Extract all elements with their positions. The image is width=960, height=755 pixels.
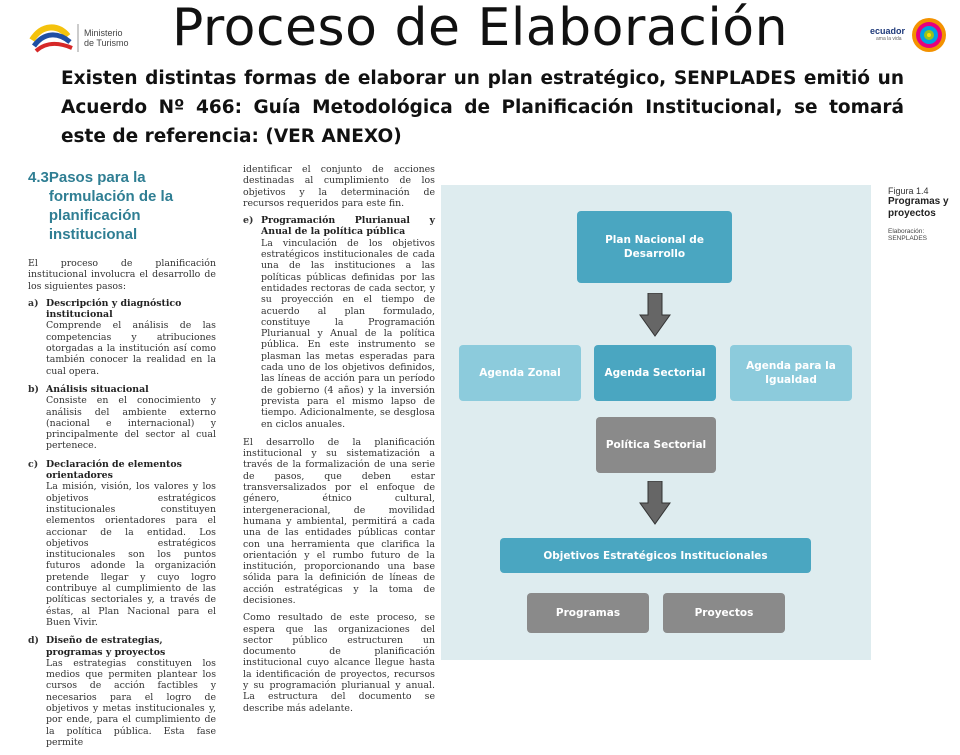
arrow-down-icon	[639, 481, 671, 525]
step-body: Comprende el análisis de las competencia…	[46, 320, 216, 377]
step-body: La vinculación de los objetivos estratég…	[261, 237, 435, 430]
step-letter: b)	[28, 383, 39, 395]
mandala-icon	[912, 18, 946, 52]
step-letter: a)	[28, 297, 39, 309]
document-column-left: 4.3 Pasos para la formulación de la plan…	[28, 168, 216, 755]
objetivos-estrategicos-box: Objetivos Estratégicos Institucionales	[500, 538, 811, 573]
step-d-continuation: identificar el conjunto de acciones dest…	[243, 164, 435, 209]
agenda-zonal-box: Agenda Zonal	[459, 345, 581, 401]
logo-text-ministerio: Ministerio	[84, 28, 123, 38]
ministerio-turismo-logo: Ministerio de Turismo	[28, 18, 168, 58]
ecuador-ama-la-vida-logo: ecuador ama la vida	[870, 12, 950, 62]
step-item: b) Análisis situacional Consiste en el c…	[28, 384, 216, 452]
logo-text-turismo: de Turismo	[84, 38, 129, 48]
step-letter: e)	[243, 215, 254, 227]
slide-title: Proceso de Elaboración	[171, 0, 789, 58]
figure-caption: Figura 1.4 Programas y proyectos Elabora…	[888, 186, 958, 242]
step-item: a) Descripción y diagnóstico institucion…	[28, 298, 216, 377]
step-title: Programación Plurianual y Anual de la po…	[261, 215, 435, 238]
arrow-down-icon	[639, 293, 671, 337]
step-letter: c)	[28, 458, 39, 470]
agenda-sectorial-box: Agenda Sectorial	[594, 345, 716, 401]
step-body: Consiste en el conocimiento y análisis d…	[46, 395, 216, 452]
step-letter: d)	[28, 635, 39, 647]
section-title: Pasos para la formulación de la planific…	[48, 169, 174, 243]
document-paragraph: El desarrollo de la planificación instit…	[243, 436, 435, 606]
step-body: Las estrategias constituyen los medios q…	[46, 657, 216, 748]
step-body: La misión, visión, los valores y los obj…	[46, 481, 216, 628]
logo-word-ecuador: ecuador	[870, 26, 906, 36]
step-item: e) Programación Plurianual y Anual de la…	[243, 215, 435, 430]
programas-box: Programas	[527, 593, 649, 633]
step-title: Descripción y diagnóstico institucional	[46, 297, 182, 321]
document-paragraph: Como resultado de este proceso, se esper…	[243, 612, 435, 714]
figure-credit: Elaboración: SENPLADES	[888, 228, 928, 242]
intro-paragraph: Existen distintas formas de elaborar un …	[61, 68, 904, 147]
agenda-igualdad-box: Agenda para la Igualdad	[730, 345, 852, 401]
politica-sectorial-box: Política Sectorial	[596, 417, 716, 473]
step-title: Diseño de estrategias, programas y proye…	[46, 635, 166, 658]
section-heading: 4.3 Pasos para la formulación de la plan…	[28, 168, 216, 244]
step-title: Declaración de elementos orientadores	[46, 458, 182, 482]
document-excerpt: 4.3 Pasos para la formulación de la plan…	[24, 160, 436, 748]
step-title: Análisis situacional	[46, 383, 149, 395]
figure-number: Figura 1.4	[888, 186, 929, 196]
logo-tagline: ama la vida	[876, 36, 902, 42]
plan-nacional-box: Plan Nacional de Desarrollo	[577, 211, 732, 283]
step-item: d) Diseño de estrategias, programas y pr…	[28, 635, 216, 748]
ecuador-flag-swirl-icon	[29, 24, 79, 53]
document-intro: El proceso de planificación instituciona…	[28, 258, 216, 292]
figure-title: Programas y proyectos	[888, 196, 949, 219]
section-number: 4.3	[28, 169, 49, 186]
proyectos-box: Proyectos	[663, 593, 785, 633]
step-item: c) Declaración de elementos orientadores…	[28, 459, 216, 628]
planning-diagram: Plan Nacional de Desarrollo Agenda Zonal…	[441, 185, 871, 660]
document-column-right: identificar el conjunto de acciones dest…	[243, 164, 435, 720]
